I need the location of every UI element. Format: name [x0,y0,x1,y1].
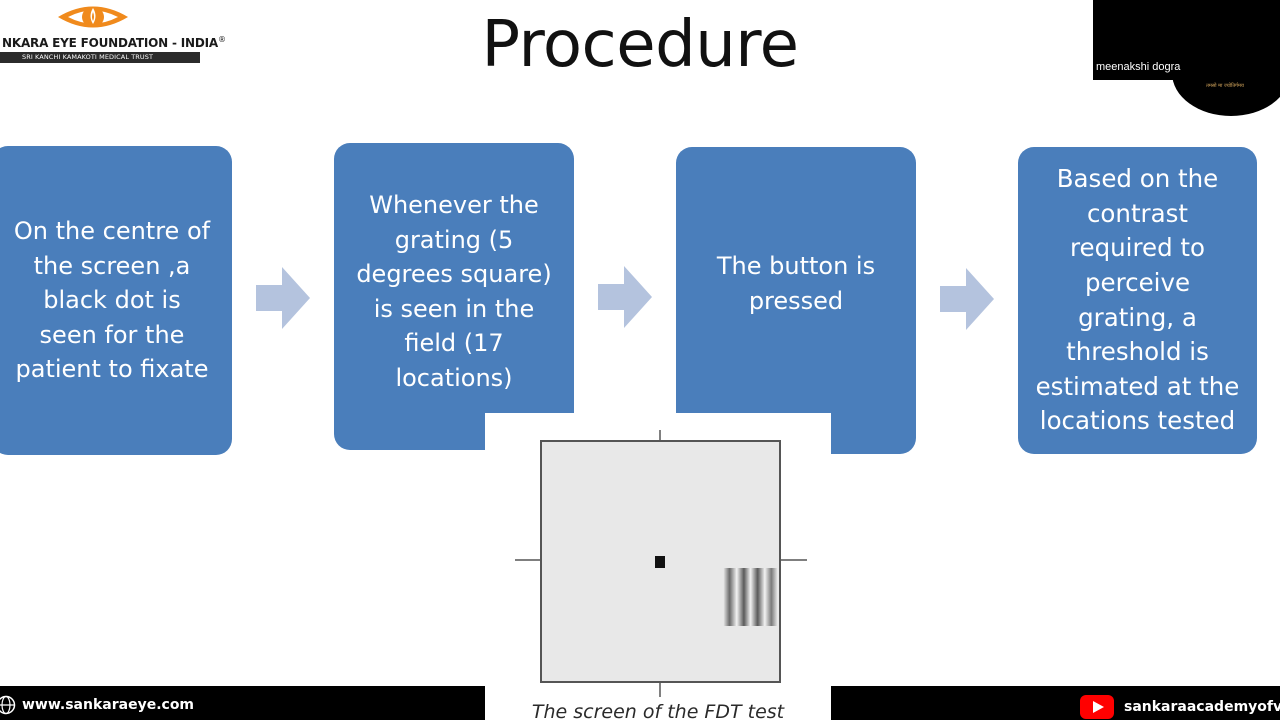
slide-title: Procedure [481,8,799,82]
website-url[interactable]: www.sankaraeye.com [22,697,195,713]
org-country: - INDIA [168,36,218,50]
step-text-line: patient to fixate [15,355,209,384]
step-box-grating: Whenever the grating (5 degrees square) … [334,143,574,450]
step-text-line: Based on the [1056,164,1219,194]
step-box-button: The button is pressed [676,147,916,454]
step-text-line: seen for the [39,320,185,349]
step-text-line: grating, a [1078,302,1197,332]
participant-tag: तमसो मा ज्योतिर्गमय [1206,83,1244,89]
step-text-line: black dot is [43,286,181,315]
step-text-line: grating (5 [394,225,514,254]
step-box-fixation: On the centre of the screen ,a black dot… [0,146,232,455]
step-text-line: contrast [1086,198,1189,228]
step-text-line: estimated at the [1035,371,1240,401]
youtube-icon [1080,695,1114,719]
step-text-line: locations tested [1039,406,1236,436]
step-box-threshold: Based on the contrast required to percei… [1018,147,1257,454]
step-text-line: Whenever the [369,191,539,219]
participant-video-tile[interactable]: meenakshi dogra [1093,0,1280,80]
globe-icon [0,695,16,715]
step-text-line: threshold is [1066,337,1209,367]
youtube-channel[interactable]: sankaraacademyofvisio [1124,699,1280,715]
participant-name: meenakshi dogra [1096,61,1181,73]
figure-caption: The screen of the FDT test [531,701,785,720]
eye-flame-emblem-icon [58,6,128,28]
right-arrow-icon [598,266,652,328]
footer-website[interactable]: www.sankaraeye.com [0,692,194,718]
fdt-screen-illustration [515,430,807,697]
step-text-line: On the centre of [13,217,211,246]
step-text-line: locations) [395,363,513,392]
org-name: NKARA EYE FOUNDATION [2,36,168,50]
step-text-line: degrees square) [356,260,552,288]
step-text-line: field (17 [404,329,504,357]
footer-youtube[interactable]: sankaraacademyofvisio [1080,694,1280,720]
step-text-line: pressed [748,286,844,315]
right-arrow-icon [940,268,994,330]
fdt-screen-figure: The screen of the FDT test [485,413,831,720]
sankara-logo: NKARA EYE FOUNDATION - INDIA® SRI KANCHI… [0,0,226,66]
step-text-line: is seen in the [373,294,535,323]
step-text-line: the screen ,a [33,251,191,280]
step-text-line: required to [1069,233,1206,263]
step-text-line: perceive [1084,267,1191,297]
registered-mark: ® [217,35,226,44]
step-text-line: The button is [716,252,876,280]
trust-name: SRI KANCHI KAMAKOTI MEDICAL TRUST [0,52,200,63]
right-arrow-icon [256,267,310,329]
